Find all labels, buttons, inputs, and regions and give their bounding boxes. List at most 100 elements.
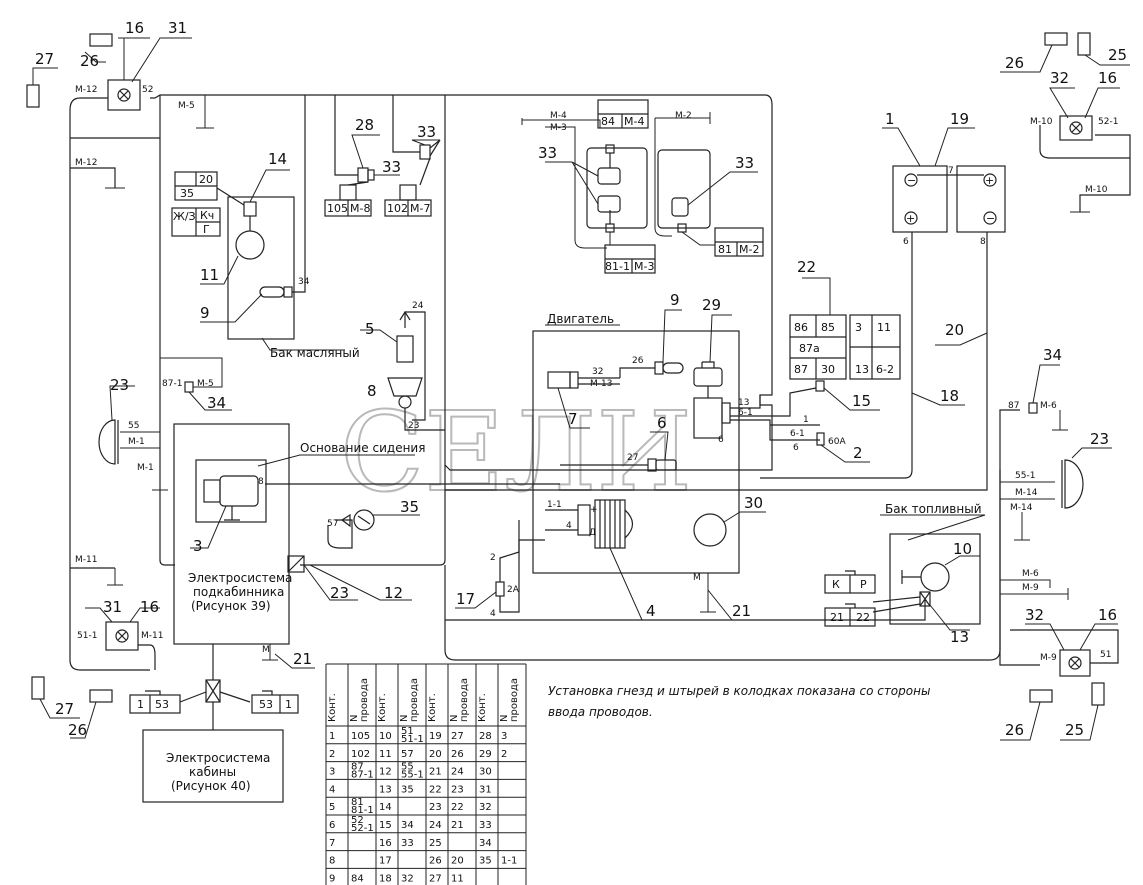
table-cell: 26: [451, 749, 464, 760]
wire-label: М-12: [75, 85, 97, 95]
wire-label: 24: [412, 301, 424, 311]
lamp-cross-icon: [1070, 658, 1080, 668]
table-cell: 1: [329, 731, 335, 742]
table-cell: 30: [479, 767, 492, 778]
cab-caption-1: Электросистема: [166, 751, 270, 765]
wire-label: М-11: [75, 555, 97, 565]
table-header-cell: провода: [459, 678, 470, 722]
part-27-bottom: [31, 676, 45, 700]
callout: 27: [35, 50, 54, 68]
wire-cab-branch: [179, 691, 251, 703]
main-harness-left: [69, 97, 150, 671]
table-cell: 16: [379, 838, 392, 849]
wire-label: М-1: [137, 463, 154, 473]
callout: 14: [268, 150, 287, 168]
generator-wires: [545, 509, 578, 531]
table-cell: 17: [379, 856, 392, 867]
callout: 32: [1025, 606, 1044, 624]
callout: 23: [330, 584, 349, 602]
harness-right-m10: [1079, 158, 1131, 212]
connector-23-subcab: [287, 555, 305, 573]
callout-leader: [911, 392, 965, 406]
wire-label: М-14: [1015, 488, 1038, 498]
wire-label: М-6: [1022, 569, 1039, 579]
callout: 22: [797, 258, 816, 276]
table-cell: 20: [429, 749, 442, 760]
table-cell: 24: [429, 820, 442, 831]
relay-33-lower: [597, 195, 621, 213]
lamp-cross-icon: [117, 631, 127, 641]
wire-label: М-2: [675, 111, 692, 121]
sensor-8: [387, 377, 423, 397]
wire-label: 6-1: [738, 408, 753, 418]
table-cell: 2: [501, 749, 507, 760]
wire-label: М-4: [624, 115, 644, 128]
table-cell: 81: [351, 797, 364, 808]
caption-underline: [257, 454, 415, 467]
horn-detail: [357, 515, 371, 525]
table-cell: 102: [351, 749, 370, 760]
part-26-right: [1044, 32, 1068, 46]
wire-26: [619, 367, 655, 378]
callout-leader: [1071, 447, 1112, 459]
callout-leader: [1084, 87, 1120, 119]
callout-leader: [823, 387, 880, 411]
callout: 13: [950, 628, 969, 646]
ground-m5: [196, 95, 214, 129]
relay-pin: 87: [794, 363, 808, 376]
table-cell: 3: [329, 767, 335, 778]
callout-leader: [709, 314, 732, 363]
callout-leader: [131, 37, 192, 83]
connector-grid: [845, 570, 856, 593]
table-cell: 52-1: [351, 823, 374, 834]
part-26-bottom: [89, 689, 113, 703]
callout-leader: [723, 511, 766, 523]
fuse-pin: 6-2: [876, 363, 894, 376]
callout-leader: [109, 385, 135, 421]
callout: 1: [885, 110, 895, 128]
wire-label: 55-1: [1015, 471, 1035, 481]
callout-leader: [929, 604, 970, 631]
wire-label: 21: [830, 611, 844, 624]
callout-leader: [85, 607, 113, 623]
wire-label: 81: [718, 243, 732, 256]
callout: 12: [384, 584, 403, 602]
callout: 11: [200, 266, 219, 284]
callout: 15: [852, 392, 871, 410]
table-header-cell: Конт.: [427, 693, 438, 722]
callout-leader: [707, 589, 752, 621]
callout-leader: [802, 277, 831, 315]
fuel-tank-caption: Бак топливный: [885, 502, 982, 516]
callout-leader: [129, 607, 160, 623]
wire-label: Г: [203, 223, 210, 236]
wire-stub: [681, 231, 715, 246]
connector-grid: [845, 603, 856, 626]
wire-label: 6: [793, 443, 799, 453]
callout-leader: [249, 169, 290, 203]
callout: 26: [1005, 54, 1024, 72]
table-cell: 2: [329, 749, 335, 760]
callout: 31: [168, 19, 187, 37]
wire-label: 102: [387, 202, 408, 215]
harness-m4: [521, 118, 601, 128]
battery-terminal: [983, 211, 997, 225]
part-26-br: [1029, 689, 1053, 703]
sensor-33: [429, 139, 441, 157]
starter-29-body: [693, 397, 723, 439]
wire-label: 52: [142, 85, 153, 95]
wire-label: 55: [128, 421, 139, 431]
ground-m1: [152, 465, 168, 491]
callout-leader: [1049, 87, 1075, 119]
sensor-9-engine: [662, 362, 684, 374]
callout: 16: [140, 598, 159, 616]
relay-box-33b: [657, 149, 711, 229]
wire-label: М-1: [128, 437, 145, 447]
table-cell: 5: [329, 802, 335, 813]
callout: 34: [1043, 346, 1062, 364]
table-cell: 52: [351, 815, 364, 826]
callout-leader: [188, 391, 232, 411]
wire-label: М-9: [1022, 583, 1039, 593]
connector-34-right: [1028, 402, 1038, 414]
